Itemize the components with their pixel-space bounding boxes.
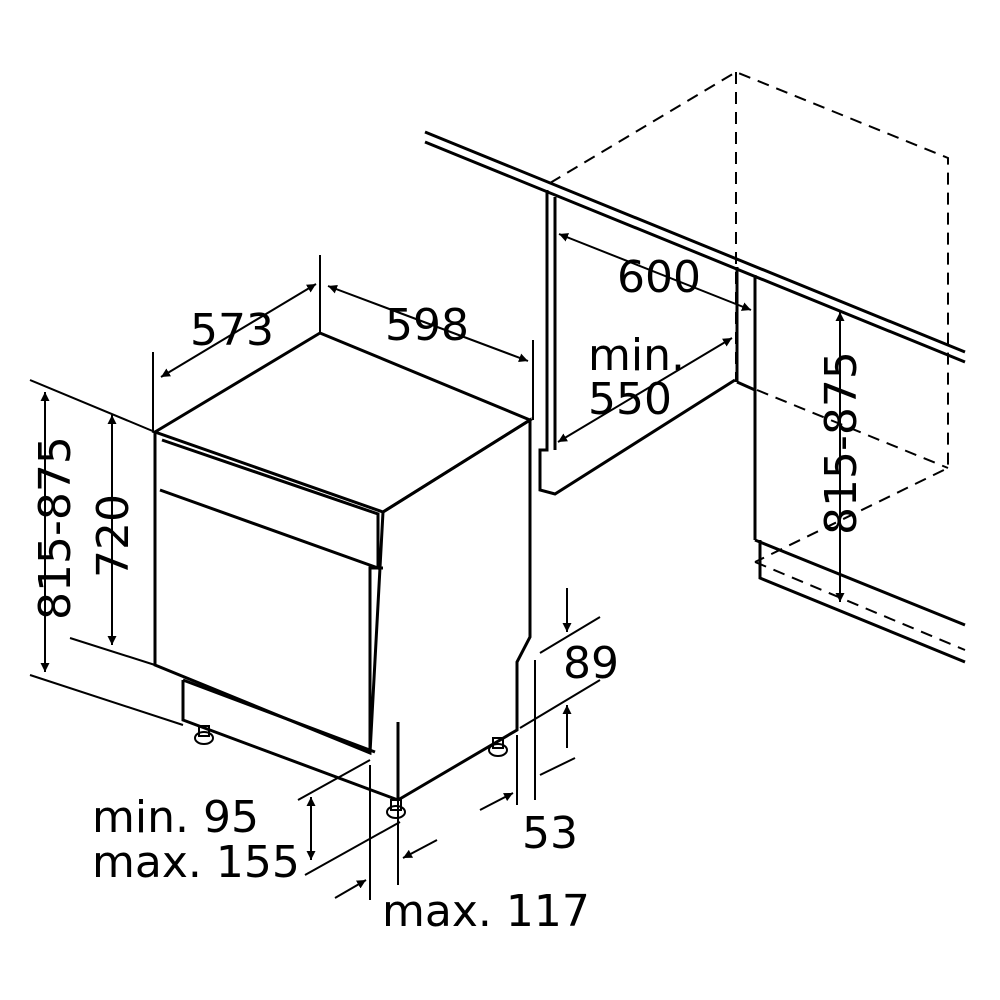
dim-line-89-foot <box>539 757 576 776</box>
label-max-155: max. 155 <box>92 837 300 888</box>
foot-icon <box>492 737 504 749</box>
extension-line <box>297 759 401 876</box>
dimension-labels: 573 598 815-875 720 600 min. 550 815-875… <box>30 252 867 937</box>
adjustable-feet <box>194 725 508 819</box>
dimension-lines <box>29 233 845 900</box>
label-600: 600 <box>617 252 701 303</box>
niche-left-panel <box>538 190 736 496</box>
label-720: 720 <box>88 494 139 578</box>
side-panel <box>382 417 532 802</box>
foot-icon <box>386 805 406 819</box>
dim-arrow-117-right <box>402 839 438 859</box>
control-panel <box>159 438 380 571</box>
dishwasher-top <box>151 331 534 514</box>
label-max-117: max. 117 <box>382 886 590 937</box>
extension-line <box>369 760 399 900</box>
countertop-edge <box>424 130 966 364</box>
cabinet-outline-dashed <box>549 70 966 651</box>
label-min-95: min. 95 <box>92 792 259 843</box>
dim-arrow-53 <box>479 792 514 811</box>
label-550: 550 <box>588 374 672 425</box>
dim-line-573 <box>160 283 317 378</box>
extension-line <box>29 255 534 726</box>
dim-line-550 <box>557 337 733 443</box>
dishwasher <box>151 331 534 819</box>
dim-line-598 <box>327 284 529 363</box>
extension-line <box>519 616 601 800</box>
foot-icon <box>390 799 402 811</box>
label-598: 598 <box>385 300 469 351</box>
foot-icon <box>194 731 214 745</box>
label-815-875-left: 815-875 <box>30 436 81 620</box>
dim-arrow-117-left <box>334 879 367 899</box>
niche-plinth <box>754 538 966 664</box>
front-panel <box>153 432 385 756</box>
kitchen-niche <box>424 70 966 664</box>
foot-icon <box>198 725 210 737</box>
label-89: 89 <box>563 638 619 689</box>
dim-line-600 <box>558 233 752 311</box>
label-815-875-right: 815-875 <box>816 351 867 535</box>
label-min: min. <box>588 330 685 381</box>
foot-icon <box>488 743 508 757</box>
label-53: 53 <box>522 808 578 859</box>
label-573: 573 <box>190 305 274 356</box>
base-plinth <box>181 678 399 802</box>
